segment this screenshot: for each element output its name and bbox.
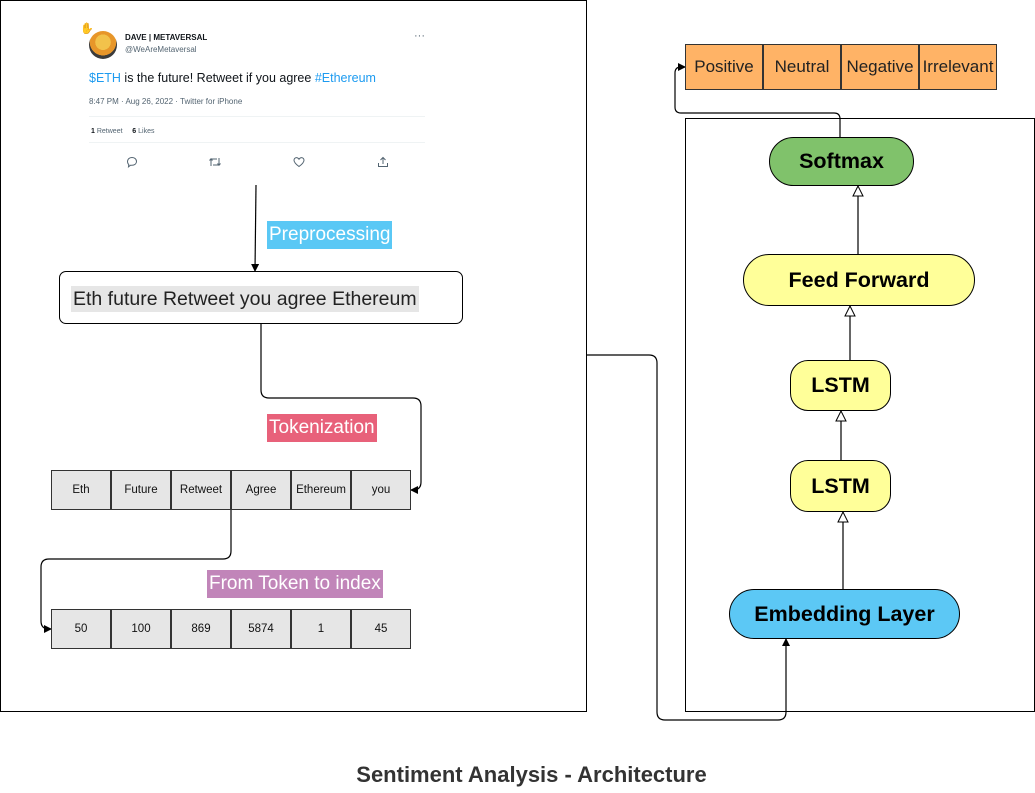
- label-irrelevant: Irrelevant: [919, 44, 997, 90]
- divider: [89, 116, 425, 117]
- token-to-index-tag: From Token to index: [207, 570, 383, 598]
- tweet-text: $ETH is the future! Retweet if you agree…: [89, 71, 376, 85]
- token-cell: Agree: [231, 470, 291, 510]
- preprocessing-tag: Preprocessing: [267, 221, 393, 249]
- index-cell: 100: [111, 609, 171, 649]
- token-cell: you: [351, 470, 411, 510]
- token-cell: Future: [111, 470, 171, 510]
- feed-forward-node: Feed Forward: [743, 254, 975, 306]
- tokenization-tag: Tokenization: [267, 414, 377, 442]
- index-cell: 50: [51, 609, 111, 649]
- preprocessed-text: Eth future Retweet you agree Ethereum: [71, 286, 419, 312]
- like-count: 6: [132, 128, 137, 135]
- cursor-hand-icon: ✋: [80, 23, 94, 35]
- pipeline-container: [0, 0, 587, 712]
- like-label[interactable]: Likes: [138, 128, 155, 135]
- tweet-stats: 1 Retweet 6 Likes: [91, 128, 154, 135]
- cashtag-link[interactable]: $ETH: [89, 71, 121, 85]
- retweet-count: 1: [91, 128, 95, 135]
- diagram-caption: Sentiment Analysis - Architecture: [356, 762, 707, 787]
- share-icon[interactable]: [377, 156, 389, 171]
- softmax-node: Softmax: [769, 137, 914, 186]
- tweet-author-handle[interactable]: @WeAreMetaversal: [125, 45, 197, 54]
- avatar[interactable]: [89, 31, 117, 59]
- tweet-body: is the future! Retweet if you agree: [120, 71, 315, 85]
- embedding-layer-node: Embedding Layer: [729, 589, 960, 639]
- label-neutral: Neutral: [763, 44, 841, 90]
- tweet-author-name[interactable]: DAVE | METAVERSAL: [125, 33, 208, 42]
- more-icon[interactable]: ···: [414, 30, 425, 42]
- token-cell: Retweet: [171, 470, 231, 510]
- reply-icon[interactable]: [126, 156, 138, 171]
- lstm-upper-node: LSTM: [790, 360, 891, 411]
- index-cell: 5874: [231, 609, 291, 649]
- like-icon[interactable]: [293, 156, 305, 171]
- hashtag-link[interactable]: #Ethereum: [314, 71, 376, 85]
- index-cell: 1: [291, 609, 351, 649]
- tweet-timestamp: 8:47 PM · Aug 26, 2022 · Twitter for iPh…: [89, 97, 243, 106]
- tweet-card: ✋ DAVE | METAVERSAL @WeAreMetaversal ···…: [80, 20, 436, 185]
- index-cell: 45: [351, 609, 411, 649]
- divider: [89, 142, 425, 143]
- index-cell: 869: [171, 609, 231, 649]
- retweet-label[interactable]: Retweet: [96, 128, 123, 135]
- label-negative: Negative: [841, 44, 919, 90]
- token-cell: Ethereum: [291, 470, 351, 510]
- retweet-icon[interactable]: [208, 156, 222, 171]
- lstm-lower-node: LSTM: [790, 460, 891, 512]
- token-cell: Eth: [51, 470, 111, 510]
- label-positive: Positive: [685, 44, 763, 90]
